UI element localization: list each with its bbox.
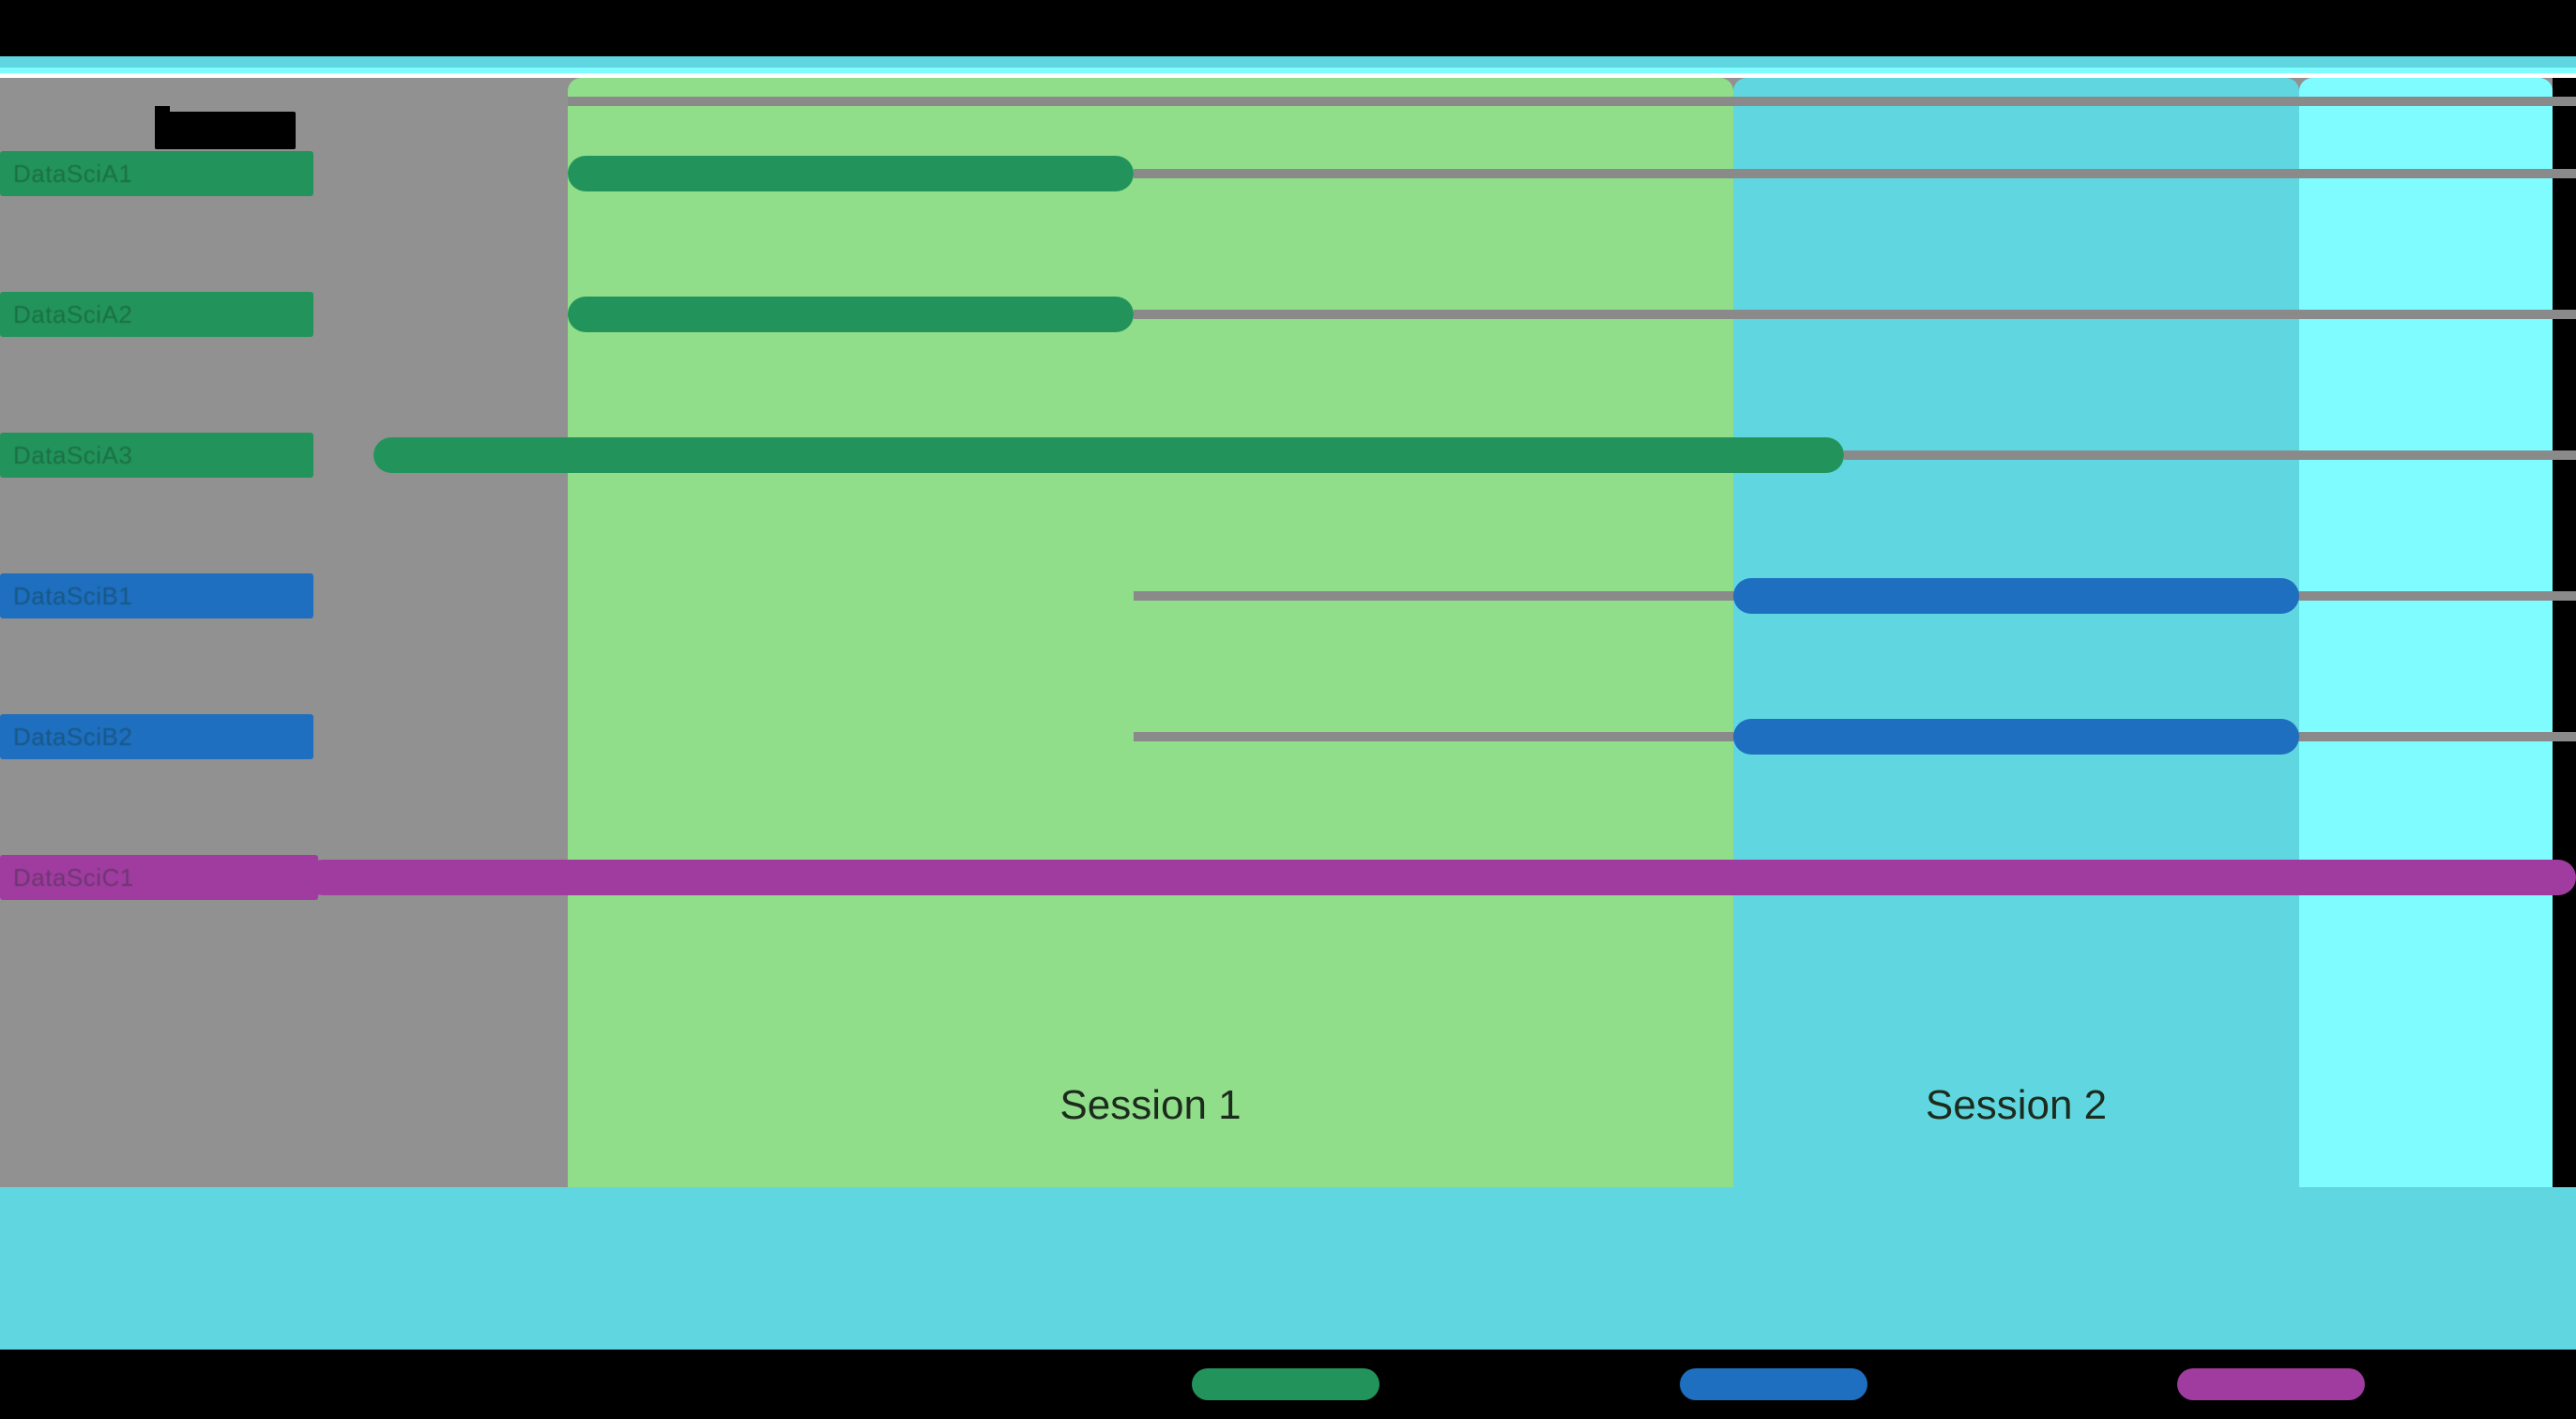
session-1-caption: Session 1 [1059,1082,1242,1128]
legend [0,1350,2576,1419]
row-label-datascia3: DataSciA3 [0,433,313,478]
gantt-bar[interactable] [1733,719,2299,755]
gantt-bar[interactable] [373,437,1844,473]
row-label-text: DataSciB1 [13,581,133,610]
session-band-3 [2299,78,2553,1187]
legend-swatch [2177,1368,2365,1400]
row-label-datascic1: DataSciC1 [0,855,318,900]
legend-item[interactable] [2177,1368,2547,1400]
top-rail-cyan [0,56,2576,68]
row-label-text: DataSciA1 [13,159,133,188]
legend-label [1881,1372,2050,1396]
row-label-datascia2: DataSciA2 [0,292,313,337]
top-rail-white [0,73,2576,78]
legend-label [1393,1372,1562,1396]
gantt-bar[interactable] [568,156,1134,191]
row-label-text: DataSciC1 [13,862,134,892]
legend-item[interactable] [1192,1368,1562,1400]
row-label-text: DataSciB2 [13,722,133,751]
legend-item[interactable] [1680,1368,2050,1400]
row-label-datascib1: DataSciB1 [0,573,313,618]
legend-swatch [1680,1368,1867,1400]
legend-label [2378,1372,2547,1396]
session-band-2 [1733,78,2299,1187]
gridline [1134,169,2576,178]
row-label-text: DataSciA3 [13,440,133,469]
page-title [155,106,296,149]
row-label-datascib2: DataSciB2 [0,714,313,759]
gridline [1134,310,2576,319]
gridline [1844,450,2576,460]
legend-swatch [1192,1368,1379,1400]
row-label-datascia1: DataSciA1 [0,151,313,196]
row-label-text: DataSciA2 [13,299,133,328]
top-rail-bright-cyan [0,68,2576,73]
gantt-bar[interactable] [1733,578,2299,614]
gantt-bar[interactable] [568,297,1134,332]
footer-band [0,1187,2576,1350]
gridline [568,97,2576,106]
page-title-nub [155,106,170,114]
gantt-bar[interactable] [305,860,2576,895]
session-2-caption: Session 2 [1925,1082,2108,1128]
session-band-1 [568,78,1733,1187]
